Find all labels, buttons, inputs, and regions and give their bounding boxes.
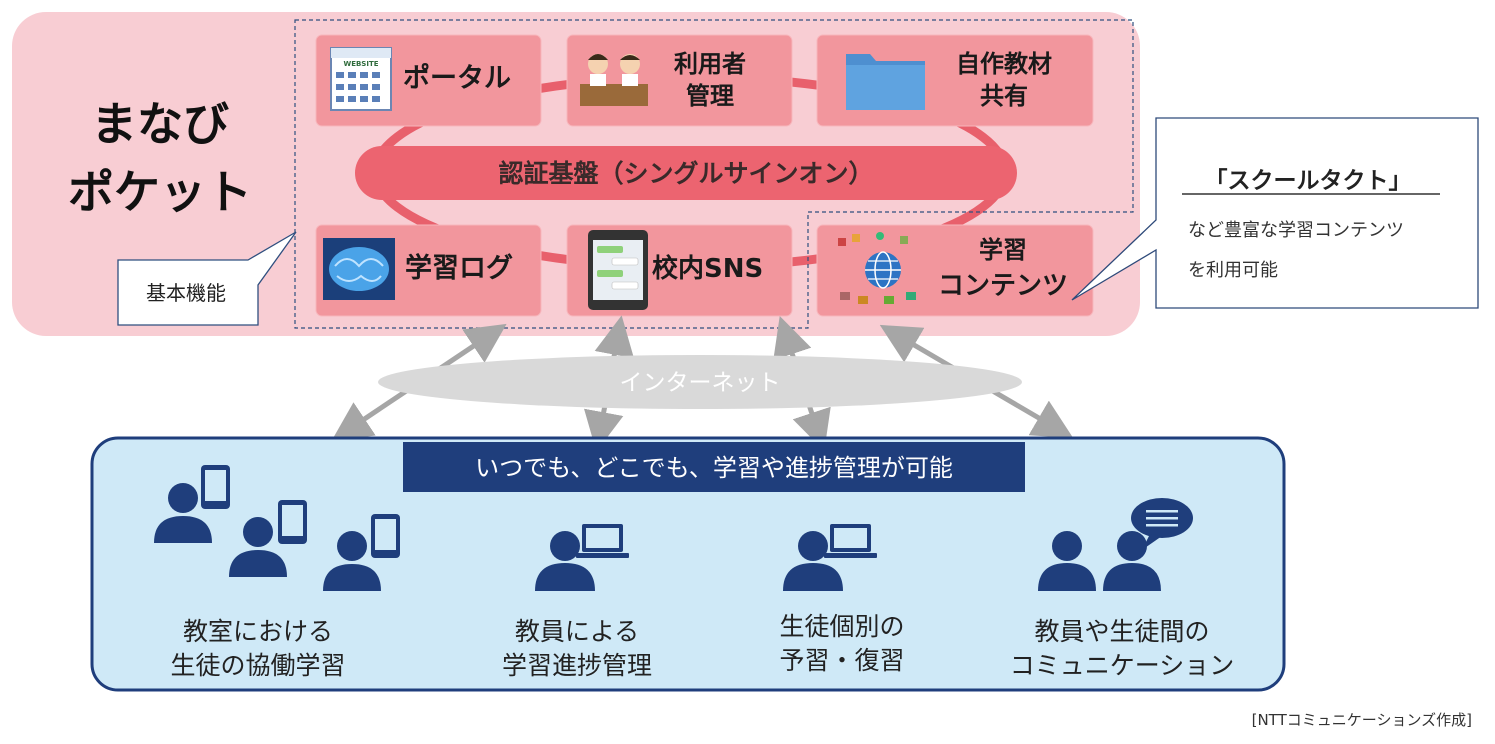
usecase-3-line1: 生徒個別の [779, 612, 904, 641]
module-user-mgmt-line1: 利用者 [674, 50, 746, 78]
banner-text: いつでも、どこでも、学習や進捗管理が可能 [475, 454, 953, 482]
svg-text:WEBSITE: WEBSITE [343, 60, 378, 68]
banner-box [403, 442, 1025, 492]
basic-functions-label: 基本機能 [146, 281, 226, 305]
module-learning-content-line2: コンテンツ [938, 271, 1068, 301]
brand-title-line1: まなび [91, 97, 229, 151]
module-user-mgmt-line2: 管理 [686, 82, 734, 110]
smartphone-chat-icon [588, 230, 648, 310]
module-campus-sns-label: 校内SNS [652, 253, 763, 284]
folder-icon [846, 54, 925, 110]
schooltakt-line1: など豊富な学習コンテンツ [1188, 220, 1404, 241]
module-material-share[interactable]: 自作教材 共有 [816, 34, 1094, 127]
module-material-line1: 自作教材 [956, 50, 1052, 78]
brand-title-line2: ポケット [68, 165, 252, 219]
module-learning-log[interactable]: 学習ログ [315, 224, 542, 317]
module-learning-content-line1: 学習 [979, 236, 1027, 264]
brain-icon [323, 238, 395, 300]
usecase-2-line2: 学習進捗管理 [502, 651, 652, 680]
module-material-line2: 共有 [980, 82, 1028, 110]
communication-icon [1038, 498, 1193, 591]
usecase-3-line2: 予習・復習 [779, 646, 904, 675]
schooltakt-title: 「スクールタクト」 [1205, 168, 1412, 194]
usecase-1-line1: 教室における [183, 617, 333, 646]
internet-ellipse [378, 355, 1022, 409]
module-learning-content[interactable]: 学習 コンテンツ [816, 224, 1094, 317]
usecase-2-line1: 教員による [515, 617, 639, 646]
source-credit: [NTTコミュニケーションズ作成] [1252, 711, 1472, 729]
internet-label: インターネット [620, 370, 781, 396]
globe-icon [838, 232, 916, 304]
module-user-management[interactable]: 利用者 管理 [566, 34, 793, 127]
usecase-4-line2: コミュニケーション [1010, 651, 1235, 680]
basic-functions-boundary [294, 19, 1134, 329]
schooltakt-callout: 「スクールタクト」 など豊富な学習コンテンツ を利用可能 [1071, 117, 1479, 309]
basic-functions-callout: 基本機能 [117, 231, 297, 326]
module-portal[interactable]: WEBSITE ポータル [315, 34, 542, 127]
usecase-4-line1: 教員や生徒間の [1034, 617, 1209, 646]
collaborative-learning-icon [154, 465, 400, 591]
module-portal-label: ポータル [403, 63, 511, 94]
students-icon [580, 54, 648, 106]
users-panel [90, 436, 1286, 692]
module-campus-sns[interactable]: 校内SNS [566, 224, 793, 317]
student-laptop-icon [783, 524, 877, 591]
module-learning-log-label: 学習ログ [405, 252, 513, 284]
teacher-laptop-icon [535, 524, 629, 591]
auth-platform-bar [355, 146, 1017, 200]
website-icon: WEBSITE [330, 47, 392, 111]
schooltakt-line2: を利用可能 [1188, 260, 1278, 281]
usecase-1-line2: 生徒の協働学習 [170, 651, 345, 680]
auth-platform-label: 認証基盤（シングルサインオン） [498, 159, 873, 188]
